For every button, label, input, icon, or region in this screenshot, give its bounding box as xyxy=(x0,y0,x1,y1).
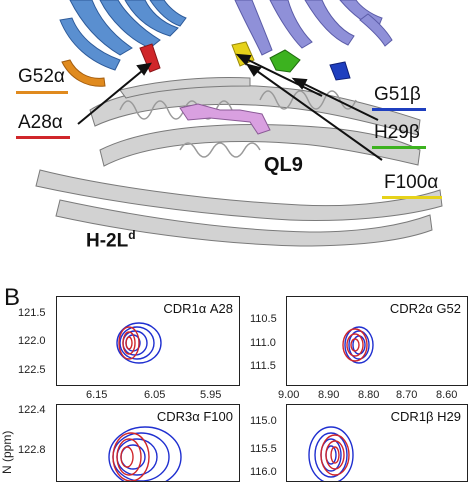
xtick: 8.90 xyxy=(318,389,340,401)
ytick: 121.5 xyxy=(18,307,46,319)
label-h2l-base: H-2L xyxy=(86,230,129,252)
ytick: 115.0 xyxy=(250,415,277,427)
panel-b-label: B xyxy=(4,284,21,311)
f100a-residue-yellow xyxy=(231,41,255,67)
xtick: 9.00 xyxy=(278,389,300,401)
ytick: 122.0 xyxy=(18,335,46,347)
xtick: 8.80 xyxy=(358,389,380,401)
contour-peaks xyxy=(116,322,162,364)
label-g52a: G52α xyxy=(18,66,65,87)
underline-h29b xyxy=(372,146,426,149)
label-h29b: H29β xyxy=(374,122,420,143)
label-h2l-sup: d xyxy=(128,228,136,242)
ytick: 110.5 xyxy=(250,313,277,325)
ytick: 122.5 xyxy=(18,364,46,376)
cdr2a-loop-orange xyxy=(61,59,106,87)
underline-a28a xyxy=(16,136,70,139)
plot-title: CDR1β H29 xyxy=(390,409,461,424)
xtick: 6.15 xyxy=(86,389,108,401)
tcr-alpha-ribbon xyxy=(59,0,187,71)
spectrum-plot-cdr2a-g52: CDR2α G52 xyxy=(286,296,468,386)
plot-title: CDR3α F100 xyxy=(156,409,233,424)
ytick: 116.0 xyxy=(250,466,277,478)
label-f100a: F100α xyxy=(384,172,439,193)
label-h2ld: H-2Ld xyxy=(86,228,136,252)
underline-f100a xyxy=(382,196,442,199)
g51b-residue-blue xyxy=(329,61,351,81)
label-ql9: QL9 xyxy=(264,154,303,176)
underline-g51b xyxy=(372,108,426,111)
contour-peaks xyxy=(308,426,354,481)
ytick: 122.4 xyxy=(18,404,46,416)
xtick: 8.70 xyxy=(396,389,418,401)
ytick: 122.8 xyxy=(18,444,46,456)
ytick: 111.0 xyxy=(250,337,276,349)
xtick: 8.60 xyxy=(436,389,458,401)
mhc-ribbon xyxy=(35,77,443,247)
spectrum-plot-cdr1b-h29: CDR1β H29 xyxy=(286,404,468,482)
pointer-arrows xyxy=(77,53,383,161)
xtick: 6.05 xyxy=(144,389,166,401)
ql9-peptide xyxy=(179,103,271,135)
xtick: 5.95 xyxy=(200,389,222,401)
tcr-beta-ribbon xyxy=(234,0,393,56)
label-g51b: G51β xyxy=(374,84,421,105)
underline-g52a xyxy=(16,91,68,94)
plot-title: CDR1α A28 xyxy=(163,301,233,316)
y-axis-label: N (ppm) xyxy=(0,430,14,474)
ytick: 115.5 xyxy=(250,443,277,455)
spectrum-plot-cdr3a-f100: CDR3α F100 xyxy=(56,404,240,482)
spectrum-plot-cdr1a-a28: CDR1α A28 xyxy=(56,296,240,386)
label-a28a: A28α xyxy=(18,112,63,133)
h29b-residue-green xyxy=(269,49,301,73)
contour-peaks xyxy=(108,426,182,481)
contour-peaks xyxy=(342,326,374,364)
ytick: 111.5 xyxy=(250,360,276,372)
protein-structure-illustration xyxy=(35,0,443,247)
plot-title: CDR2α G52 xyxy=(389,301,461,316)
